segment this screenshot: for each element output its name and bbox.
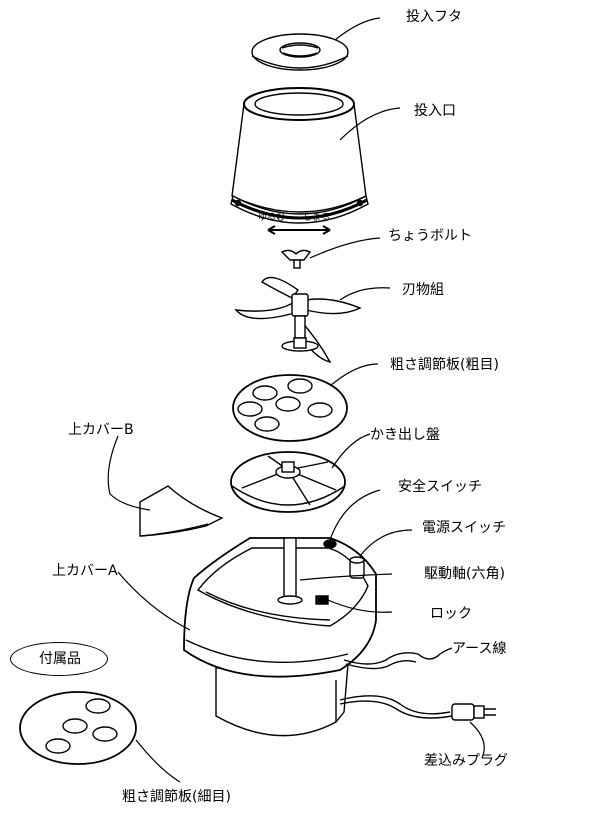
coarse-plate-part [232,374,348,442]
accessories-oval: 付属品 [10,642,108,676]
feed-lid-part [251,33,349,71]
label-ground-wire: アース線 [452,641,507,657]
fine-plate-part [19,691,137,765]
label-lock: ロック [430,606,472,622]
blade-set-part [234,276,362,364]
feed-inlet-part [230,87,369,235]
label-blade-set: 刃物組 [402,282,444,298]
label-accessories: 付属品 [39,651,81,667]
label-upper-cover-b: 上カバーB [68,422,134,438]
wing-bolt-part [280,249,312,269]
leader-lines [107,17,485,783]
label-drive-shaft: 駆動軸(六角) [424,566,505,582]
upper-cover-b-part [139,485,224,537]
label-direction-tighten: しまる [303,213,331,223]
label-upper-cover-a: 上カバーA [52,563,118,579]
label-plug: 差込みプラグ [424,753,508,769]
label-fine-plate: 粗さ調節板(細目) [122,789,231,805]
label-wing-bolt: ちょうボルト [388,228,472,244]
label-safety-switch: 安全スイッチ [398,479,482,495]
label-power-switch: 電源スイッチ [422,520,506,536]
label-feed-inlet: 投入口 [414,103,456,119]
label-coarse-plate: 粗さ調節板(粗目) [390,357,499,373]
label-direction-loosen: ゆるむ [258,213,286,223]
main-body-part [183,537,496,737]
label-discharge-disc: かき出し盤 [370,427,440,443]
label-feed-lid: 投入フタ [406,9,462,25]
discharge-disc-part [230,451,346,513]
